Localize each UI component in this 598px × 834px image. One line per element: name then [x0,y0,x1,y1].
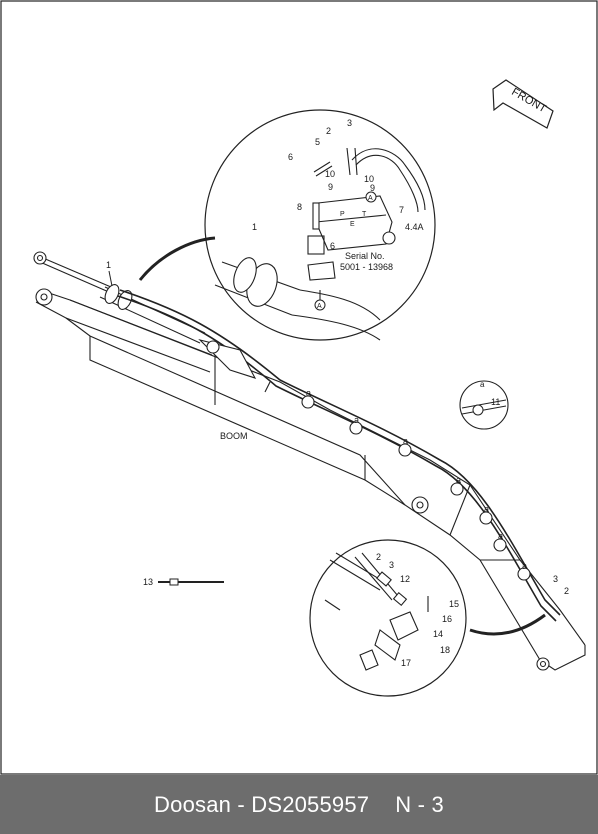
svg-text:a: a [498,531,503,541]
svg-text:A: A [317,303,322,310]
detail-circle-top: A A P T E 3 2 5 6 10 10 9 9 8 7 4.4A 1 6… [138,109,436,341]
callout-2-boom: 2 [564,586,569,596]
svg-text:2: 2 [376,552,381,562]
svg-text:a: a [480,380,485,389]
svg-text:E: E [350,221,355,228]
front-arrow: FRONT [492,79,554,129]
svg-text:2: 2 [326,126,331,136]
svg-text:a: a [354,415,359,425]
svg-text:a: a [306,388,311,398]
footer-bar: Doosan - DS2055957 N - 3 [0,775,598,834]
svg-text:13: 13 [143,577,153,587]
svg-text:P: P [340,211,345,218]
svg-text:1: 1 [252,222,257,232]
parts-diagram: FRONT [0,0,598,775]
diagram-border [0,0,598,775]
svg-text:5: 5 [315,137,320,147]
svg-text:6: 6 [288,152,293,162]
svg-text:10: 10 [364,174,374,184]
svg-text:a: a [484,504,489,514]
detail-a-markers: a a a a a a a [306,388,527,571]
svg-text:3: 3 [347,118,352,128]
svg-text:8: 8 [297,202,302,212]
callout-1-boom: 1 [106,260,111,270]
svg-text:12: 12 [400,574,410,584]
svg-text:3: 3 [389,560,394,570]
cable-tie-13: 13 [143,577,224,587]
svg-text:a: a [456,475,461,485]
svg-text:5001 - 13968: 5001 - 13968 [340,262,393,272]
detail-circle-clamp: a 11 [459,380,509,430]
svg-text:10: 10 [325,169,335,179]
svg-text:17: 17 [401,658,411,668]
svg-text:9: 9 [370,183,375,193]
svg-text:Serial No.: Serial No. [345,251,385,261]
svg-text:T: T [362,211,367,218]
svg-text:4.4A: 4.4A [405,222,424,232]
detail-circle-bottom: 2 3 12 15 16 14 18 17 [309,539,546,697]
svg-text:6: 6 [330,241,335,251]
svg-text:11: 11 [491,397,500,407]
svg-text:a: a [522,561,527,571]
svg-text:14: 14 [433,629,443,639]
svg-text:A: A [368,195,373,202]
svg-text:7: 7 [399,205,404,215]
boom-assembly [33,251,586,671]
callout-3-boom: 3 [553,574,558,584]
svg-text:16: 16 [442,614,452,624]
footer-page-number: N - 3 [395,791,444,817]
svg-text:18: 18 [440,645,450,655]
footer-part-number: Doosan - DS2055957 [154,791,370,817]
svg-text:a: a [403,436,408,446]
svg-text:15: 15 [449,599,459,609]
boom-label: BOOM [220,431,248,441]
svg-text:9: 9 [328,182,333,192]
